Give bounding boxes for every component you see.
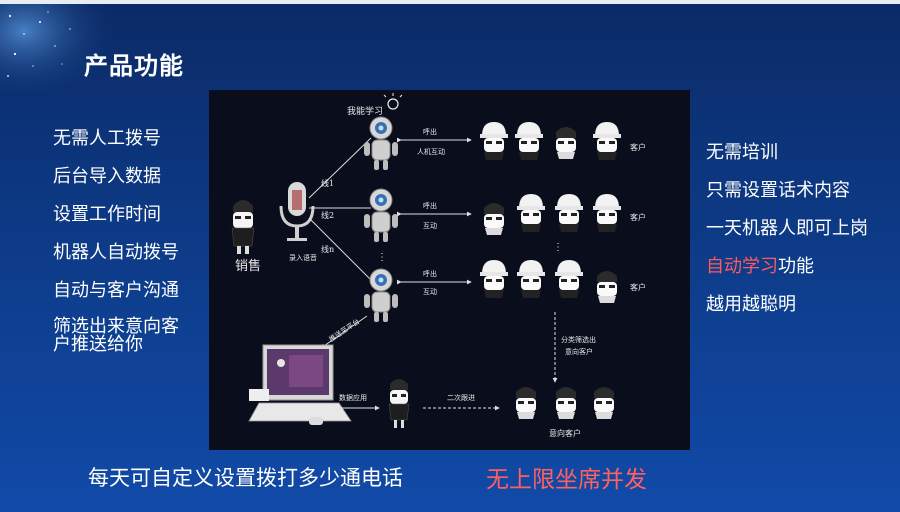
line2-label: 线2	[321, 210, 334, 220]
intent-customer-small-label: 意向客户	[565, 347, 593, 356]
i-can-learn-label: 我能学习	[347, 105, 383, 117]
line1-label: 线1	[321, 178, 334, 188]
left-feature-item: 筛选出来意向客 户推送给你	[53, 318, 203, 354]
right-feature-item: 一天机器人即可上岗	[706, 218, 868, 239]
call-label-3: 呼出	[423, 269, 437, 278]
robot-1	[363, 116, 399, 171]
microphone-icon	[279, 182, 315, 241]
workflow-diagram-svg: 销售 录入语音 线1 线2 线n 我能学习 ⋮	[231, 93, 646, 438]
intent-customer-figure	[516, 387, 536, 419]
starfield-decoration	[0, 4, 120, 94]
left-feature-item: 机器人自动拨号	[53, 242, 179, 263]
left-feature-item: 自动与客户沟通	[53, 280, 179, 301]
customer-figure	[517, 194, 545, 232]
customer-figure	[593, 122, 621, 160]
customer-figure	[555, 194, 583, 232]
interact-label-3: 互动	[423, 287, 437, 296]
customer-figure	[556, 127, 576, 159]
robot-n	[363, 268, 399, 323]
interact-label-2: 互动	[423, 221, 437, 230]
customer-figure	[480, 260, 508, 298]
customer-figure	[484, 203, 504, 235]
classify-label: 分类筛选出	[561, 335, 596, 344]
left-feature-item: 设置工作时间	[53, 204, 161, 225]
left-feature-item: 无需人工拨号	[53, 128, 161, 149]
salesman-figure-2	[388, 379, 410, 428]
top-border	[0, 0, 900, 4]
right-feature-item: 自动学习功能	[706, 256, 896, 278]
customer-figure	[555, 260, 583, 298]
customer-label-1: 客户	[630, 142, 646, 152]
left-feature-list: 无需人工拨号 后台导入数据 设置工作时间 机器人自动拨号 自动与客户沟通 筛选出…	[53, 128, 203, 354]
customer-figure	[593, 194, 621, 232]
feature-rest-text: 功能	[778, 256, 814, 277]
push-platform-label: 推送至平台	[327, 317, 361, 344]
interact-label-1: 人机互动	[417, 147, 445, 156]
customer-figure	[517, 260, 545, 298]
highlight-text: 自动学习	[706, 256, 778, 277]
computer-icon	[248, 344, 352, 425]
left-feature-line: 户推送给你	[53, 334, 143, 355]
line-to-robot-n	[308, 217, 372, 281]
right-feature-list: 无需培训 只需设置话术内容 一天机器人即可上岗 自动学习功能 越用越聪明	[706, 142, 896, 332]
lightbulb-icon	[383, 93, 403, 110]
intent-customer-figure	[556, 387, 576, 419]
left-feature-item: 后台导入数据	[53, 166, 161, 187]
intent-customer-figure	[594, 387, 614, 419]
ellipsis-dots: ⋮	[553, 242, 563, 253]
linen-label: 线n	[321, 244, 334, 254]
workflow-diagram: 销售 录入语音 线1 线2 线n 我能学习 ⋮	[209, 90, 690, 450]
bottom-left-caption: 每天可自定义设置拨打多少通电话	[88, 466, 403, 490]
data-app-label: 数据应用	[339, 393, 367, 402]
right-feature-item: 越用越聪明	[706, 294, 796, 315]
left-feature-line: 筛选出来意向客	[53, 316, 179, 337]
customer-label-2: 客户	[630, 212, 646, 222]
bottom-right-caption: 无上限坐席并发	[486, 467, 647, 493]
push-arrow	[320, 315, 368, 349]
line-to-robot-1	[308, 137, 372, 199]
salesman-figure	[231, 200, 255, 254]
call-label-2: 呼出	[423, 201, 437, 210]
customer-figure	[515, 122, 543, 160]
sales-label: 销售	[235, 258, 261, 274]
call-label-1: 呼出	[423, 127, 437, 136]
ellipsis-dots: ⋮	[377, 252, 387, 263]
intent-customer-label: 意向客户	[549, 428, 581, 438]
customer-figure	[480, 122, 508, 160]
customer-label-3: 客户	[630, 282, 646, 292]
right-feature-item: 无需培训	[706, 142, 778, 163]
customer-figure	[597, 271, 617, 303]
record-voice-label: 录入语音	[289, 253, 317, 262]
robot-2	[363, 188, 399, 243]
second-follow-label: 二次跟进	[447, 393, 475, 402]
right-feature-item: 只需设置话术内容	[706, 180, 850, 201]
page-title: 产品功能	[84, 52, 184, 80]
